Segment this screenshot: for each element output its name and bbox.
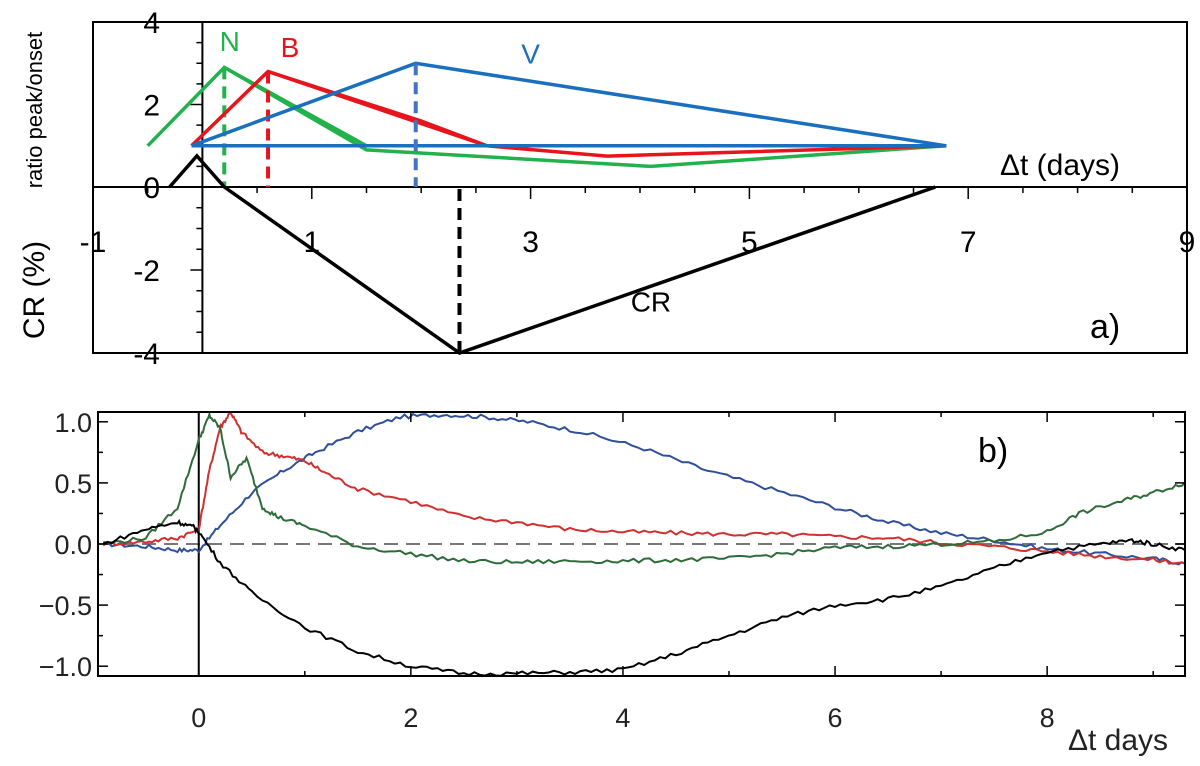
panel-a-series-v-label: V <box>521 38 540 69</box>
panel-a-x-tick-label: 1 <box>303 226 320 259</box>
panel-a-y-tick-label-upper: 4 <box>143 7 160 40</box>
panel-b-x-tick-label: 6 <box>828 703 843 733</box>
panel-a-x-tick-label: 7 <box>960 226 977 259</box>
panel-b-y-tick-label: −1.0 <box>39 652 92 682</box>
panel-b-x-tick-label: 4 <box>615 703 630 733</box>
panel-a-series-n-line-2 <box>223 65 947 169</box>
panel-a: N B V CR -1 1 3 5 7 9 0 2 4 -2 -4 Δt (days) ratio pea… <box>18 7 1195 371</box>
panel-a-x-axis-title: Δt (days) <box>1000 149 1120 182</box>
panel-a-y-tick-label-upper: 2 <box>143 90 160 123</box>
panel-a-y-axis-title-upper: ratio peak/onset <box>22 32 47 189</box>
panel-b: 0 2 4 6 8 1.0 0.5 0.0 −0.5 −1.0 b) Δt days <box>39 408 1186 757</box>
panel-a-x-tick-label: 5 <box>741 226 758 259</box>
panel-b-y-tick-label: 0.5 <box>54 469 92 499</box>
panel-b-x-tick-label: 2 <box>403 703 418 733</box>
panel-b-y-tick-label: 1.0 <box>54 408 92 438</box>
panel-a-series-cr-line <box>168 153 936 355</box>
panel-b-y-tick-label: −0.5 <box>39 591 92 621</box>
panel-a-y-tick-label-lower: -2 <box>133 255 160 288</box>
panel-b-x-tick-label: 0 <box>191 703 206 733</box>
panel-a-series-b-line-2 <box>267 69 947 158</box>
panel-b-series-line <box>102 410 1186 565</box>
panel-b-series-line <box>102 518 1186 677</box>
panel-b-series-line <box>102 412 1186 565</box>
panel-b-y-tick-label: 0.0 <box>54 530 92 560</box>
panel-a-series-cr-label: CR <box>631 287 671 318</box>
panel-b-label: b) <box>978 432 1008 470</box>
panel-a-y-axis-title-lower: CR (%) <box>18 241 51 339</box>
panel-b-x-axis-title: Δt days <box>1068 724 1168 757</box>
panel-a-x-tick-label: -1 <box>80 226 107 259</box>
panel-a-x-tick-label: 9 <box>1179 226 1196 259</box>
panel-a-y-tick-label-lower: -4 <box>133 338 160 371</box>
panel-a-series-v-line-2 <box>190 61 947 148</box>
panel-b-series-line <box>103 412 1186 566</box>
panel-a-series-b-label: B <box>281 32 300 63</box>
panel-b-x-tick-label: 8 <box>1040 703 1055 733</box>
panel-a-series-n-label: N <box>220 26 240 57</box>
panel-a-label: a) <box>1090 308 1120 346</box>
panel-a-y-tick-label-upper: 0 <box>143 172 160 205</box>
panel-a-x-tick-label: 3 <box>522 226 539 259</box>
